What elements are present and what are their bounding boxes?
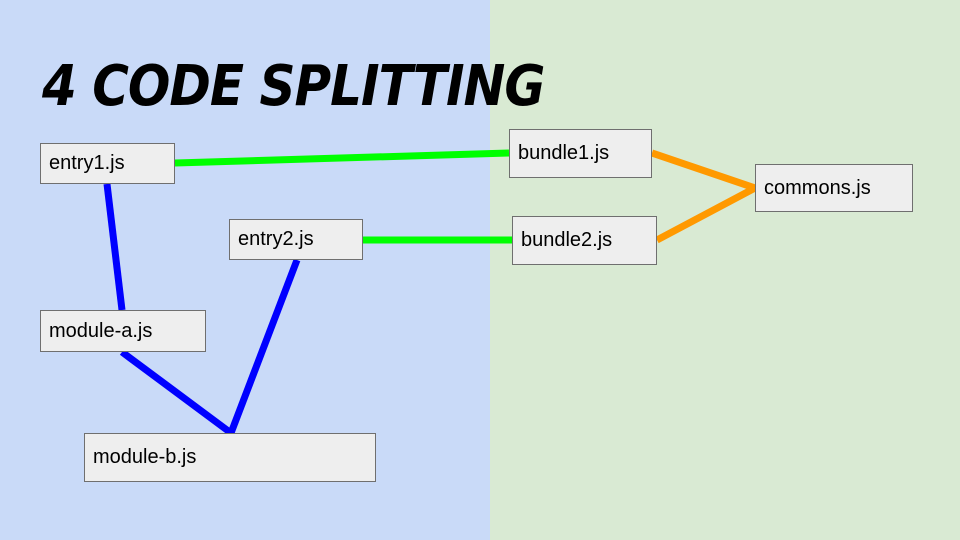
node-module-b: module-b.js — [84, 433, 376, 482]
edge-bundle2-commons — [655, 184, 757, 244]
node-module-a: module-a.js — [40, 310, 206, 352]
slide-title: 4 CODE SPLITTING — [42, 53, 545, 119]
node-commons: commons.js — [755, 164, 913, 212]
edge-bundle1-commons — [650, 149, 757, 192]
edge-entry1-bundle1 — [174, 149, 510, 167]
node-bundle1: bundle1.js — [509, 129, 652, 178]
node-bundle2: bundle2.js — [512, 216, 657, 265]
output-panel — [490, 0, 960, 540]
edge-entry1-module-a — [103, 183, 126, 311]
node-entry2: entry2.js — [229, 219, 363, 260]
edge-module-a-module-b — [119, 349, 234, 436]
edge-entry2-module-b — [227, 258, 301, 435]
node-entry1: entry1.js — [40, 143, 175, 184]
